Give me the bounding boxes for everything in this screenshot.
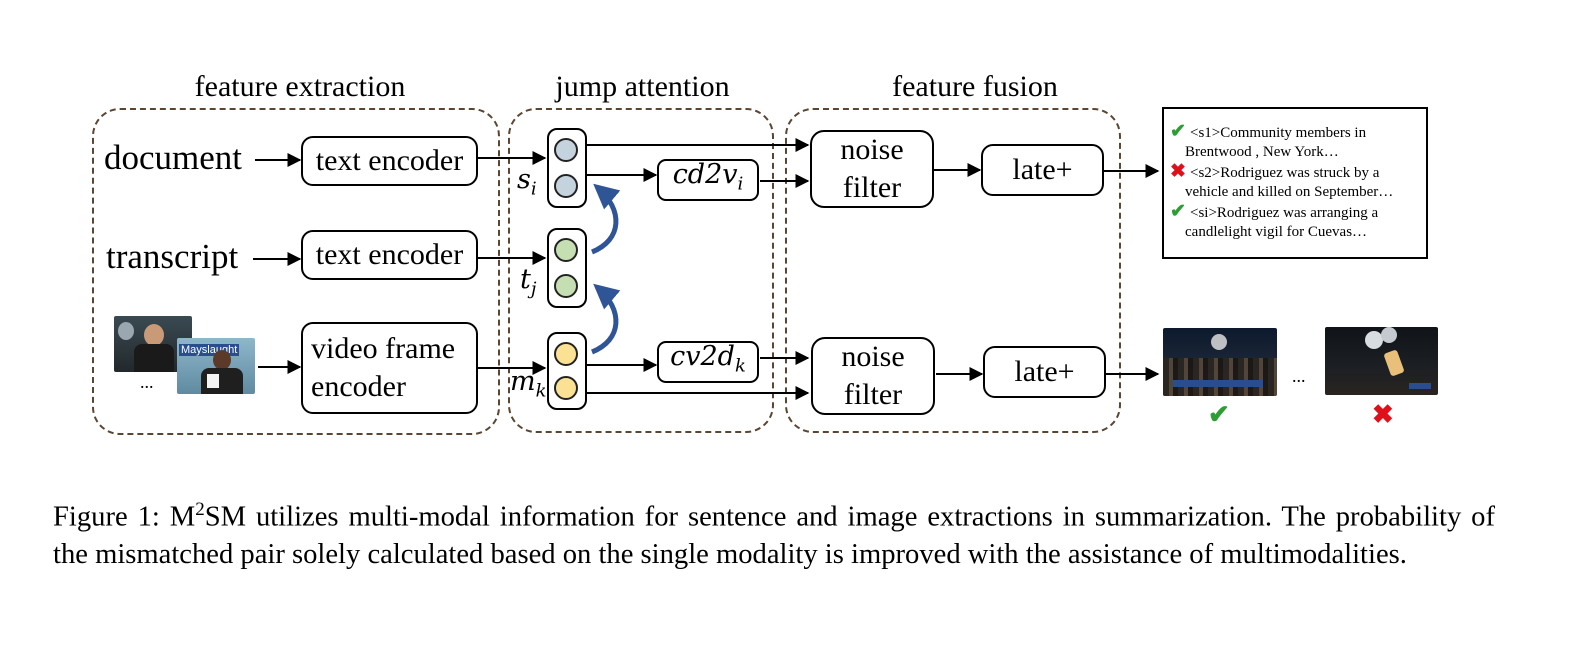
output-sentence-2-line-1: ✖<s2>Rodriguez was struck by a: [1170, 161, 1380, 182]
s-i-label: si: [517, 164, 537, 200]
video-encoder-line-1: video frame: [311, 332, 456, 365]
output-sentence-1-line-2: Brentwood , New York…: [1185, 144, 1339, 160]
noise-filter-text: noise filter: [810, 130, 934, 208]
late-fusion-text: late+: [981, 144, 1104, 196]
output-images-ellipsis: ...: [1292, 366, 1306, 386]
feature-fusion-group: [785, 108, 1121, 433]
cv2d-box: cv2dk: [657, 341, 759, 383]
s-circle-bottom: [554, 174, 578, 198]
feature-extraction-title: feature extraction: [194, 70, 406, 103]
text-encoder-document: text encoder: [301, 136, 478, 186]
jump-attention-group: [508, 108, 774, 433]
sentence-representation: [547, 128, 587, 208]
text-encoder-transcript: text encoder: [301, 230, 478, 280]
transcript-representation: [547, 228, 587, 308]
t-to-s-curved-arrow: [590, 183, 621, 255]
video-frame-thumbnail-2: Mayslaught: [177, 338, 255, 394]
feature-fusion-title: feature fusion: [892, 70, 1058, 103]
output-sentence-2-line-2: vehicle and killed on September…: [1185, 184, 1394, 200]
cd2v-box: cd2vi: [657, 159, 759, 201]
t-circle-bottom: [554, 274, 578, 298]
check-icon: ✔: [1170, 121, 1186, 142]
frames-ellipsis: ...: [140, 372, 154, 392]
t-j-label: tj: [520, 264, 537, 300]
output-sentence-3-line-2: candlelight vigil for Cuevas…: [1185, 224, 1368, 240]
late-fusion-image: late+: [983, 346, 1106, 398]
m-circle-bottom: [554, 376, 578, 400]
output-sentence-1-line-1: ✔<s1>Community members in: [1170, 121, 1367, 142]
m-k-label: mk: [510, 366, 547, 402]
transcript-label: transcript: [106, 237, 239, 276]
cross-icon: ✖: [1372, 400, 1394, 429]
cv2d-label: cv2dk: [670, 341, 746, 377]
figure-caption: Figure 1: M2SM utilizes multi-modal info…: [53, 499, 1495, 570]
check-icon: ✔: [1208, 400, 1230, 429]
video-encoder-line-2: encoder: [311, 370, 406, 403]
frame-representation: [547, 332, 587, 410]
output-sentence-3-line-1: ✔<si>Rodriguez was arranging a: [1170, 201, 1379, 222]
output-image-selected: [1163, 328, 1277, 396]
output-image-rejected: [1325, 327, 1438, 395]
frame-overlay-text: Mayslaught: [179, 344, 240, 356]
output-sentences-box: ✔<s1>Community members in Brentwood , Ne…: [1162, 107, 1428, 259]
video-frame-encoder: video frame encoder: [301, 322, 478, 414]
feature-extraction-group: [92, 108, 500, 435]
m-to-t-curved-arrow: [590, 283, 621, 355]
check-icon: ✔: [1170, 201, 1186, 222]
m-circle-top: [554, 342, 578, 366]
document-label: document: [104, 138, 243, 177]
jump-attention-title: jump attention: [555, 70, 730, 103]
cd2v-label: cd2vi: [672, 159, 744, 195]
s-circle-top: [554, 138, 578, 162]
noise-filter-image: noise filter: [811, 337, 935, 415]
t-circle-top: [554, 238, 578, 262]
cross-icon: ✖: [1170, 161, 1186, 182]
